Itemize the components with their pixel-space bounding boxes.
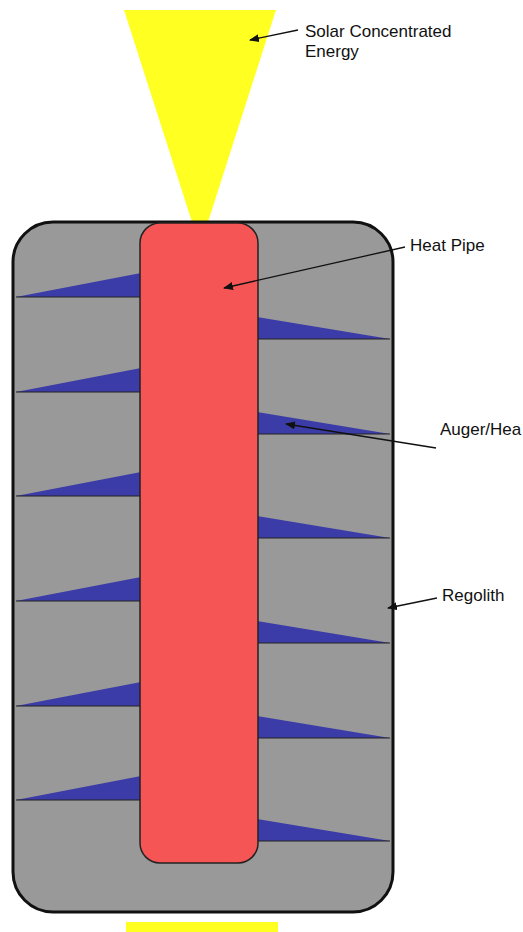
part-label: Regolith	[442, 586, 520, 606]
source-label: Solar Concentrated Energy	[305, 22, 505, 62]
auger-blade	[257, 819, 390, 841]
solar-exit	[126, 922, 278, 932]
leader-line	[250, 30, 298, 40]
regolith-housing	[13, 222, 393, 912]
solar-beam	[124, 10, 276, 222]
part-label: Heat Pipe	[410, 236, 520, 256]
auger-blade	[16, 368, 141, 392]
blade-edge	[257, 434, 390, 435]
part-label: Auger/Hea	[440, 420, 520, 440]
auger-blade	[257, 716, 390, 738]
blade-edge	[16, 706, 141, 707]
blade-edge	[16, 800, 141, 801]
leader-line	[224, 247, 405, 288]
auger-blade	[257, 317, 390, 339]
blade-edge	[257, 339, 390, 340]
blade-edge	[257, 643, 390, 644]
leader-line	[286, 424, 436, 448]
blade-edge	[257, 738, 390, 739]
blade-edge	[257, 841, 390, 842]
auger-blade	[16, 472, 141, 496]
blade-edge	[16, 601, 141, 602]
auger-blade	[16, 682, 141, 706]
blade-edge	[16, 392, 141, 393]
auger-blade	[16, 776, 141, 800]
leader-line	[388, 598, 437, 608]
auger-blade	[257, 516, 390, 538]
blade-edge	[257, 538, 390, 539]
auger-blade	[257, 412, 390, 434]
heat-pipe	[140, 223, 258, 863]
blade-edge	[16, 297, 141, 298]
auger-blade	[16, 273, 141, 297]
auger-blade	[257, 621, 390, 643]
blade-edge	[16, 496, 141, 497]
auger-blade	[16, 577, 141, 601]
